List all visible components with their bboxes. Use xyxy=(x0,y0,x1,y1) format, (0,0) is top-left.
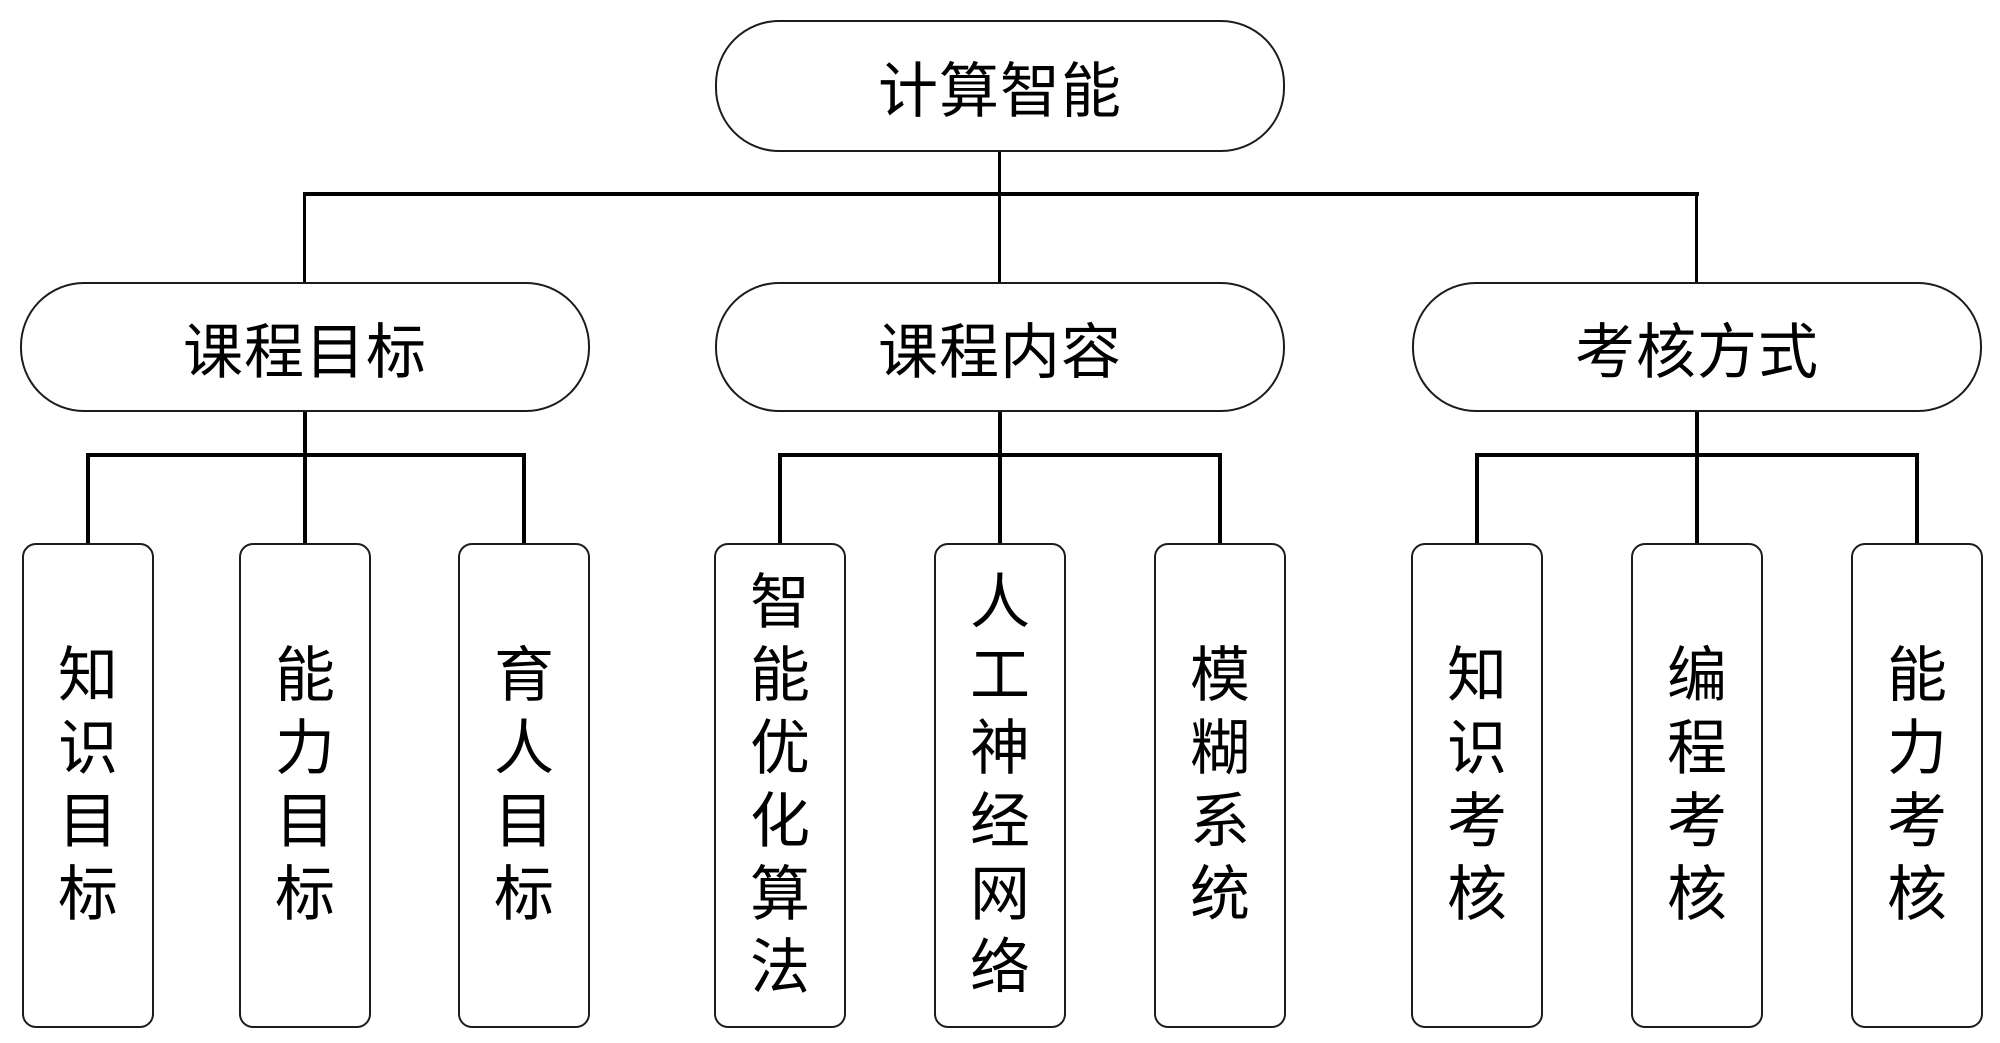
connector-level1-horizontal xyxy=(303,192,1699,196)
node-leaf-artificial-neural-network: 人工神经网络 xyxy=(934,543,1066,1028)
node-leaf-artificial-neural-network-label: 人工神经网络 xyxy=(970,569,1030,1001)
node-leaf-programming-assessment-label: 编程考核 xyxy=(1667,642,1727,928)
connector-group2-stem xyxy=(1695,412,1699,543)
connector-root-stem xyxy=(998,152,1001,282)
node-leaf-fuzzy-system-label: 模糊系统 xyxy=(1190,642,1250,928)
connector-group1-drop-left xyxy=(778,453,782,543)
node-leaf-intelligent-optimization: 智能优化算法 xyxy=(714,543,846,1028)
node-branch-assessment-label: 考核方式 xyxy=(1575,319,1819,386)
connector-group0-stem xyxy=(303,412,307,543)
node-leaf-programming-assessment: 编程考核 xyxy=(1631,543,1763,1028)
node-root-label: 计算智能 xyxy=(878,58,1122,125)
node-leaf-knowledge-assessment-label: 知识考核 xyxy=(1447,642,1507,928)
node-leaf-ability-assessment-label: 能力考核 xyxy=(1887,642,1947,928)
connector-group0-horizontal xyxy=(86,453,526,457)
node-leaf-education-objective-label: 育人目标 xyxy=(494,642,554,928)
connector-branch-0-drop xyxy=(303,192,306,282)
node-branch-assessment: 考核方式 xyxy=(1412,282,1982,412)
connector-group1-drop-right xyxy=(1218,453,1222,543)
node-leaf-ability-objective: 能力目标 xyxy=(239,543,371,1028)
connector-group2-drop-left xyxy=(1475,453,1479,543)
node-leaf-knowledge-objective-label: 知识目标 xyxy=(58,642,118,928)
node-branch-objectives-label: 课程目标 xyxy=(183,319,427,386)
connector-group1-horizontal xyxy=(778,453,1222,457)
node-leaf-ability-objective-label: 能力目标 xyxy=(275,642,335,928)
connector-branch-2-drop xyxy=(1695,192,1698,282)
node-branch-objectives: 课程目标 xyxy=(20,282,590,412)
node-branch-content: 课程内容 xyxy=(715,282,1285,412)
connector-group0-drop-right xyxy=(522,453,526,543)
node-root: 计算智能 xyxy=(715,20,1285,152)
node-branch-content-label: 课程内容 xyxy=(878,319,1122,386)
node-leaf-fuzzy-system: 模糊系统 xyxy=(1154,543,1286,1028)
node-leaf-intelligent-optimization-label: 智能优化算法 xyxy=(750,569,810,1001)
node-leaf-ability-assessment: 能力考核 xyxy=(1851,543,1983,1028)
node-leaf-knowledge-assessment: 知识考核 xyxy=(1411,543,1543,1028)
node-leaf-education-objective: 育人目标 xyxy=(458,543,590,1028)
connector-group2-horizontal xyxy=(1475,453,1919,457)
connector-group2-drop-right xyxy=(1915,453,1919,543)
node-leaf-knowledge-objective: 知识目标 xyxy=(22,543,154,1028)
connector-group0-drop-left xyxy=(86,453,90,543)
connector-group1-stem xyxy=(998,412,1002,543)
